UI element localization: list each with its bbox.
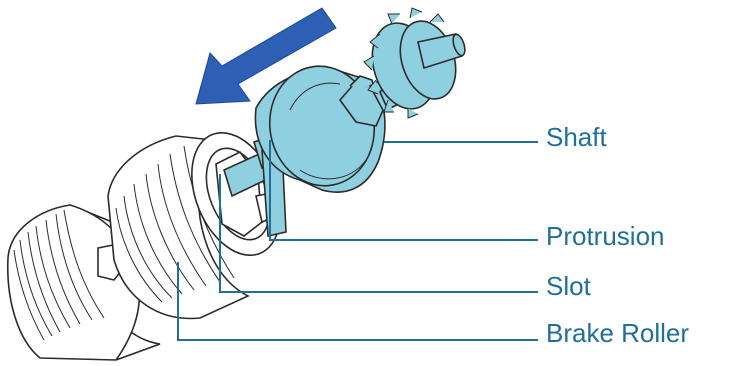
slot-label: Slot [546,271,591,301]
shaft-label: Shaft [546,122,607,152]
protrusion-label: Protrusion [546,221,665,251]
brake-roller-label: Brake Roller [546,318,689,348]
